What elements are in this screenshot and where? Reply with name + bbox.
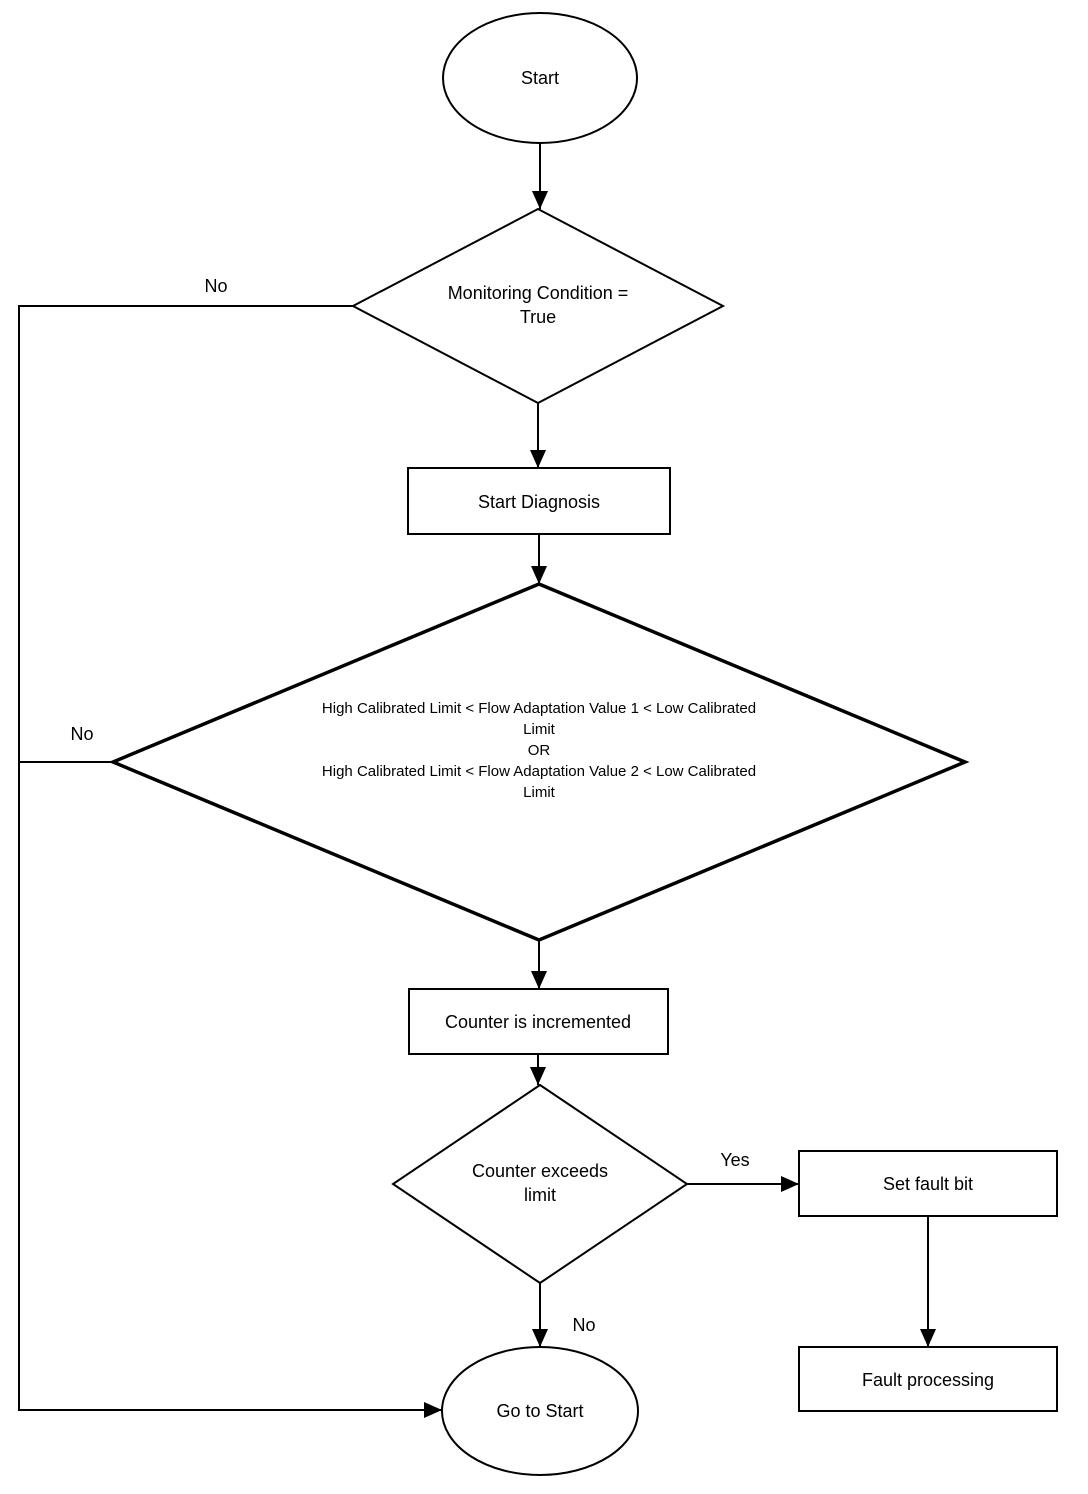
flow-adaptation-check-label-line1: High Calibrated Limit < Flow Adaptation … — [322, 700, 756, 717]
start-node-label: Start — [521, 68, 559, 88]
flow-adaptation-check-decision — [108, 582, 970, 942]
counter-incremented-label: Counter is incremented — [445, 1012, 631, 1032]
set-fault-bit-process — [798, 1150, 1058, 1217]
monitoring-condition-label-line2: True — [520, 307, 556, 327]
set-fault-bit-label: Set fault bit — [883, 1174, 973, 1194]
monitoring-condition-label-line1: Monitoring Condition = — [448, 283, 629, 303]
flow-adaptation-check-label-line3: OR — [528, 742, 551, 759]
flow-adaptation-check-label-line4: High Calibrated Limit < Flow Adaptation … — [322, 763, 756, 780]
edge-label-counter-yes: Yes — [720, 1150, 749, 1170]
go-to-start-node — [441, 1346, 639, 1476]
flow-adaptation-check-label-line2: Limit — [523, 721, 556, 738]
start-diagnosis-process — [407, 467, 671, 535]
edge-monitoring-no-to-go-to-start — [18, 305, 442, 1418]
counter-exceeds-limit-label-line2: limit — [524, 1185, 556, 1205]
counter-exceeds-limit-decision — [391, 1083, 689, 1285]
edge-label-counter-no: No — [572, 1315, 595, 1335]
fault-processing-label: Fault processing — [862, 1370, 994, 1390]
start-diagnosis-label: Start Diagnosis — [478, 492, 600, 512]
start-node — [442, 12, 638, 144]
edge-label-flow-check-no: No — [70, 724, 93, 744]
counter-exceeds-limit-label-line1: Counter exceeds — [472, 1161, 608, 1181]
flow-adaptation-check-label-line5: Limit — [523, 784, 556, 801]
fault-processing-process — [798, 1346, 1058, 1412]
edge-label-monitoring-no: No — [204, 276, 227, 296]
go-to-start-node-label: Go to Start — [496, 1401, 583, 1421]
counter-incremented-process — [408, 988, 669, 1055]
monitoring-condition-decision — [350, 207, 726, 405]
